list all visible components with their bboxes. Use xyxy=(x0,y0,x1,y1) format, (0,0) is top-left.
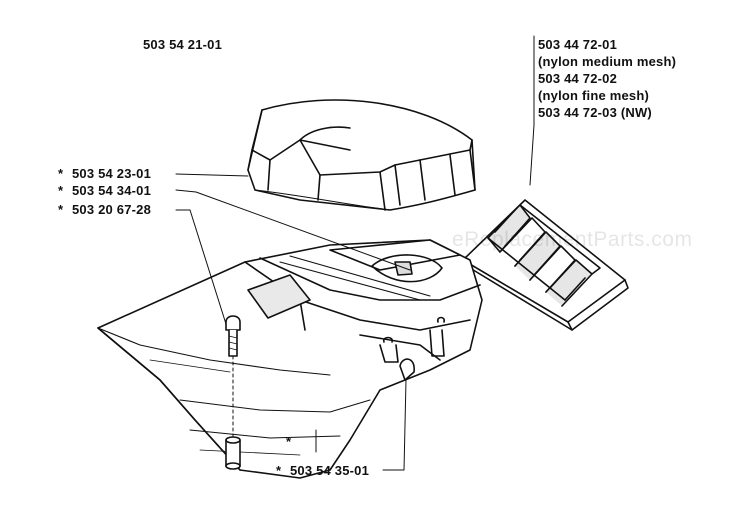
bolt-illustration xyxy=(225,315,241,357)
main-cover-illustration xyxy=(97,239,483,479)
top-cover-part-number: 503 54 21-01 xyxy=(143,37,223,52)
part-number: 503 54 34-01 xyxy=(72,183,152,198)
asterisk-marker: * xyxy=(58,202,64,217)
bottom-part-label: * 503 54 35-01 xyxy=(276,462,369,479)
filter-part-list: 503 44 72-01 (nylon medium mesh) 503 44 … xyxy=(538,36,676,121)
filter-part-line: (nylon medium mesh) xyxy=(538,54,677,69)
left-part-label: * 503 54 34-01 xyxy=(58,182,151,199)
leader-lines xyxy=(175,35,535,471)
left-part-label: * 503 54 23-01 xyxy=(58,165,151,182)
filter-part-line: (nylon fine mesh) xyxy=(538,88,650,103)
bottom-bushing-illustration xyxy=(225,436,241,470)
filter-part-line: 503 44 72-01 xyxy=(538,37,618,52)
asterisk-marker: * xyxy=(276,463,282,478)
part-number: 503 54 23-01 xyxy=(72,166,152,181)
asterisk-marker: * xyxy=(58,183,64,198)
top-cover-illustration xyxy=(247,99,476,211)
footnote-asterisk: * xyxy=(286,434,292,449)
filter-part-line: 503 44 72-02 xyxy=(538,71,618,86)
left-part-label: * 503 20 67-28 xyxy=(58,201,151,218)
asterisk-marker: * xyxy=(58,166,64,181)
filter-part-line: 503 44 72-03 (NW) xyxy=(538,105,652,120)
watermark-text: eReplacementParts.com xyxy=(452,228,693,251)
air-filter-illustration xyxy=(462,199,629,331)
part-number: 503 20 67-28 xyxy=(72,202,152,217)
part-number: 503 54 35-01 xyxy=(290,463,370,478)
